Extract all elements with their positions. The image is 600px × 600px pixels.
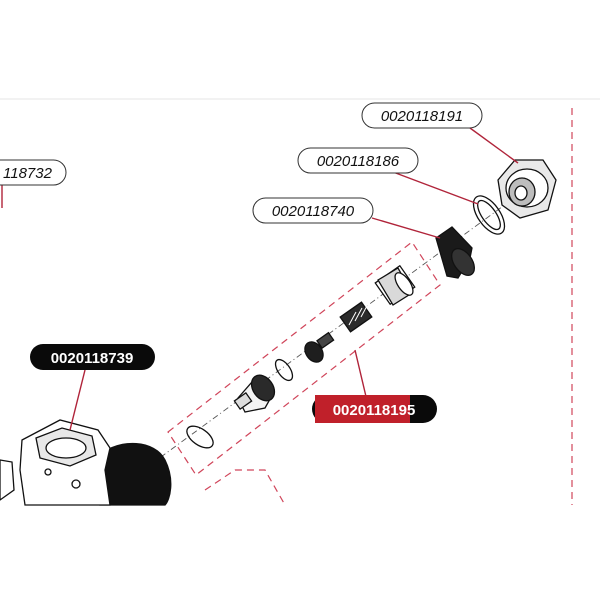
valve-cage-part xyxy=(374,264,416,306)
o-ring-bottom-part xyxy=(186,425,214,449)
callout-label: 0020118191 xyxy=(381,108,463,125)
callout-0020118191[interactable]: 0020118191 xyxy=(361,102,483,129)
pump-housing-part xyxy=(0,419,172,506)
lower-dashed-boundary xyxy=(204,469,286,506)
callout-0020118740[interactable]: 0020118740 xyxy=(252,197,374,224)
check-valve-part xyxy=(233,374,276,413)
cone-seal-part xyxy=(435,226,475,279)
callout-label: 118732 xyxy=(3,165,53,182)
callout-0020118195-highlighted[interactable]: 0020118195 xyxy=(312,395,437,423)
callout-label: 0020118195 xyxy=(333,402,416,419)
leader-0020118740 xyxy=(371,217,441,239)
callout-0020118739[interactable]: 0020118739 xyxy=(30,344,155,370)
search-highlight xyxy=(315,395,410,423)
spring-part xyxy=(339,301,373,333)
callout-label: 0020118739 xyxy=(51,350,134,367)
subassembly-dashed-box xyxy=(167,241,441,476)
o-ring-large-part xyxy=(472,195,506,235)
screw-part xyxy=(304,331,335,363)
leader-0020118191 xyxy=(469,127,519,164)
hex-nut-part xyxy=(497,159,557,219)
callout-118732[interactable]: 118732 xyxy=(0,159,67,186)
leader-0020118739 xyxy=(69,369,86,431)
callout-label: 0020118186 xyxy=(317,153,400,170)
callout-0020118186[interactable]: 0020118186 xyxy=(297,147,419,174)
o-ring-large-inner xyxy=(477,199,501,231)
leader-0020118186 xyxy=(392,171,479,205)
callout-label: 0020118740 xyxy=(272,203,355,220)
assembly-axis xyxy=(149,189,526,466)
o-ring-small-part xyxy=(274,358,294,382)
